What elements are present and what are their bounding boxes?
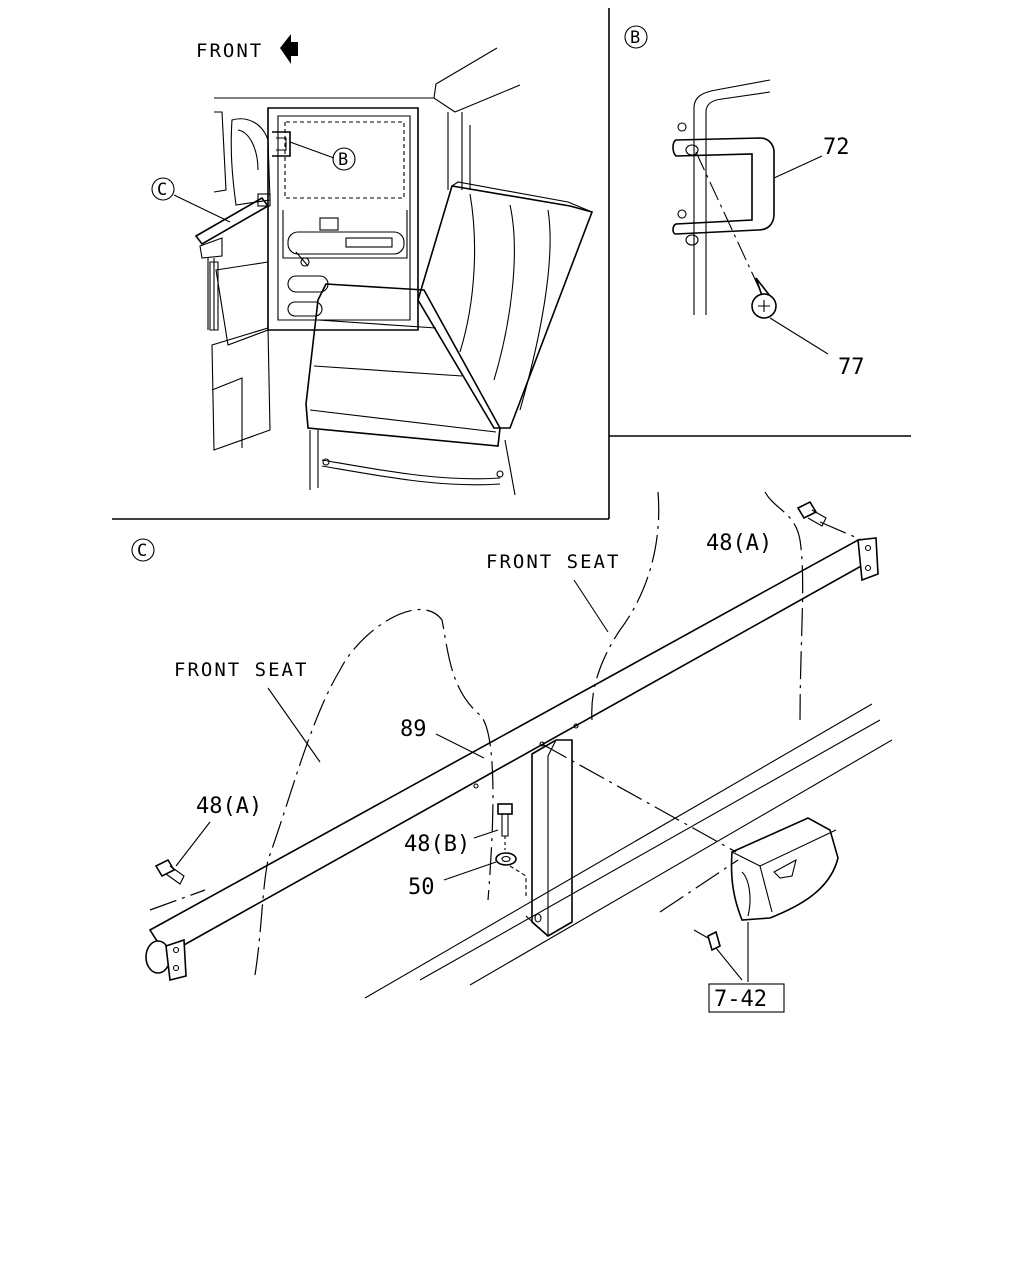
- front-direction-label: FRONT: [196, 40, 263, 62]
- part-label-89: 89: [400, 717, 427, 742]
- detail-c-panel: C: [131, 491, 893, 1013]
- part-label-77: 77: [838, 355, 865, 380]
- callout-b-circle: [332, 147, 356, 171]
- part-label-48a-right: 48(A): [706, 531, 772, 556]
- callout-b-label: B: [338, 150, 348, 170]
- callout-c-circle: [151, 177, 175, 201]
- part-label-48b: 48(B): [404, 832, 470, 857]
- reference-box: [708, 983, 785, 1013]
- front-seat-label-left: FRONT SEAT: [174, 659, 308, 681]
- front-arrow-icon: [280, 34, 298, 64]
- callout-c-label: C: [157, 180, 167, 200]
- part-label-50: 50: [408, 875, 435, 900]
- detail-c-title: C: [137, 541, 147, 561]
- detail-b-panel: B 72 77: [624, 25, 865, 380]
- reference-label-7-42: 7-42: [714, 987, 767, 1012]
- detail-b-title: B: [630, 28, 640, 48]
- part-label-48a-left: 48(A): [196, 794, 262, 819]
- front-seat-label-right: FRONT SEAT: [486, 551, 620, 573]
- cab-overview-panel: FRONT: [151, 34, 594, 496]
- panel-frames: [112, 8, 911, 520]
- part-label-72: 72: [823, 135, 850, 160]
